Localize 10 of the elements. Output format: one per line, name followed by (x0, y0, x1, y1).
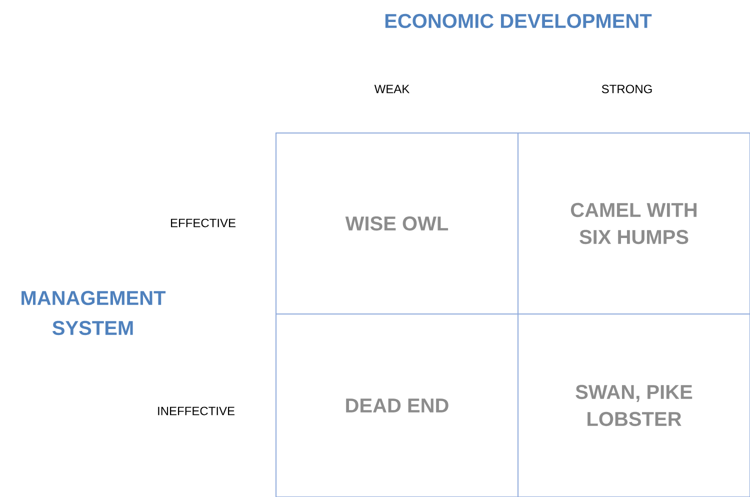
axis-label: INEFFECTIVE (158, 406, 234, 416)
matrix-cell: DEAD END (276, 314, 518, 497)
axis-label: EFFECTIVE (171, 218, 236, 228)
axis-label: WEAK (374, 84, 410, 94)
heading: ECONOMIC DEVELOPMENT (385, 14, 652, 28)
matrix-cell: WISE OWL (276, 132, 518, 314)
matrix-cell: SWAN, PIKE LOBSTER (518, 314, 750, 497)
axis-label: MANAGEMENT SYSTEM (22, 290, 166, 336)
matrix-cell: CAMEL WITH SIX HUMPS (518, 132, 750, 314)
axis-label: STRONG (602, 84, 652, 94)
